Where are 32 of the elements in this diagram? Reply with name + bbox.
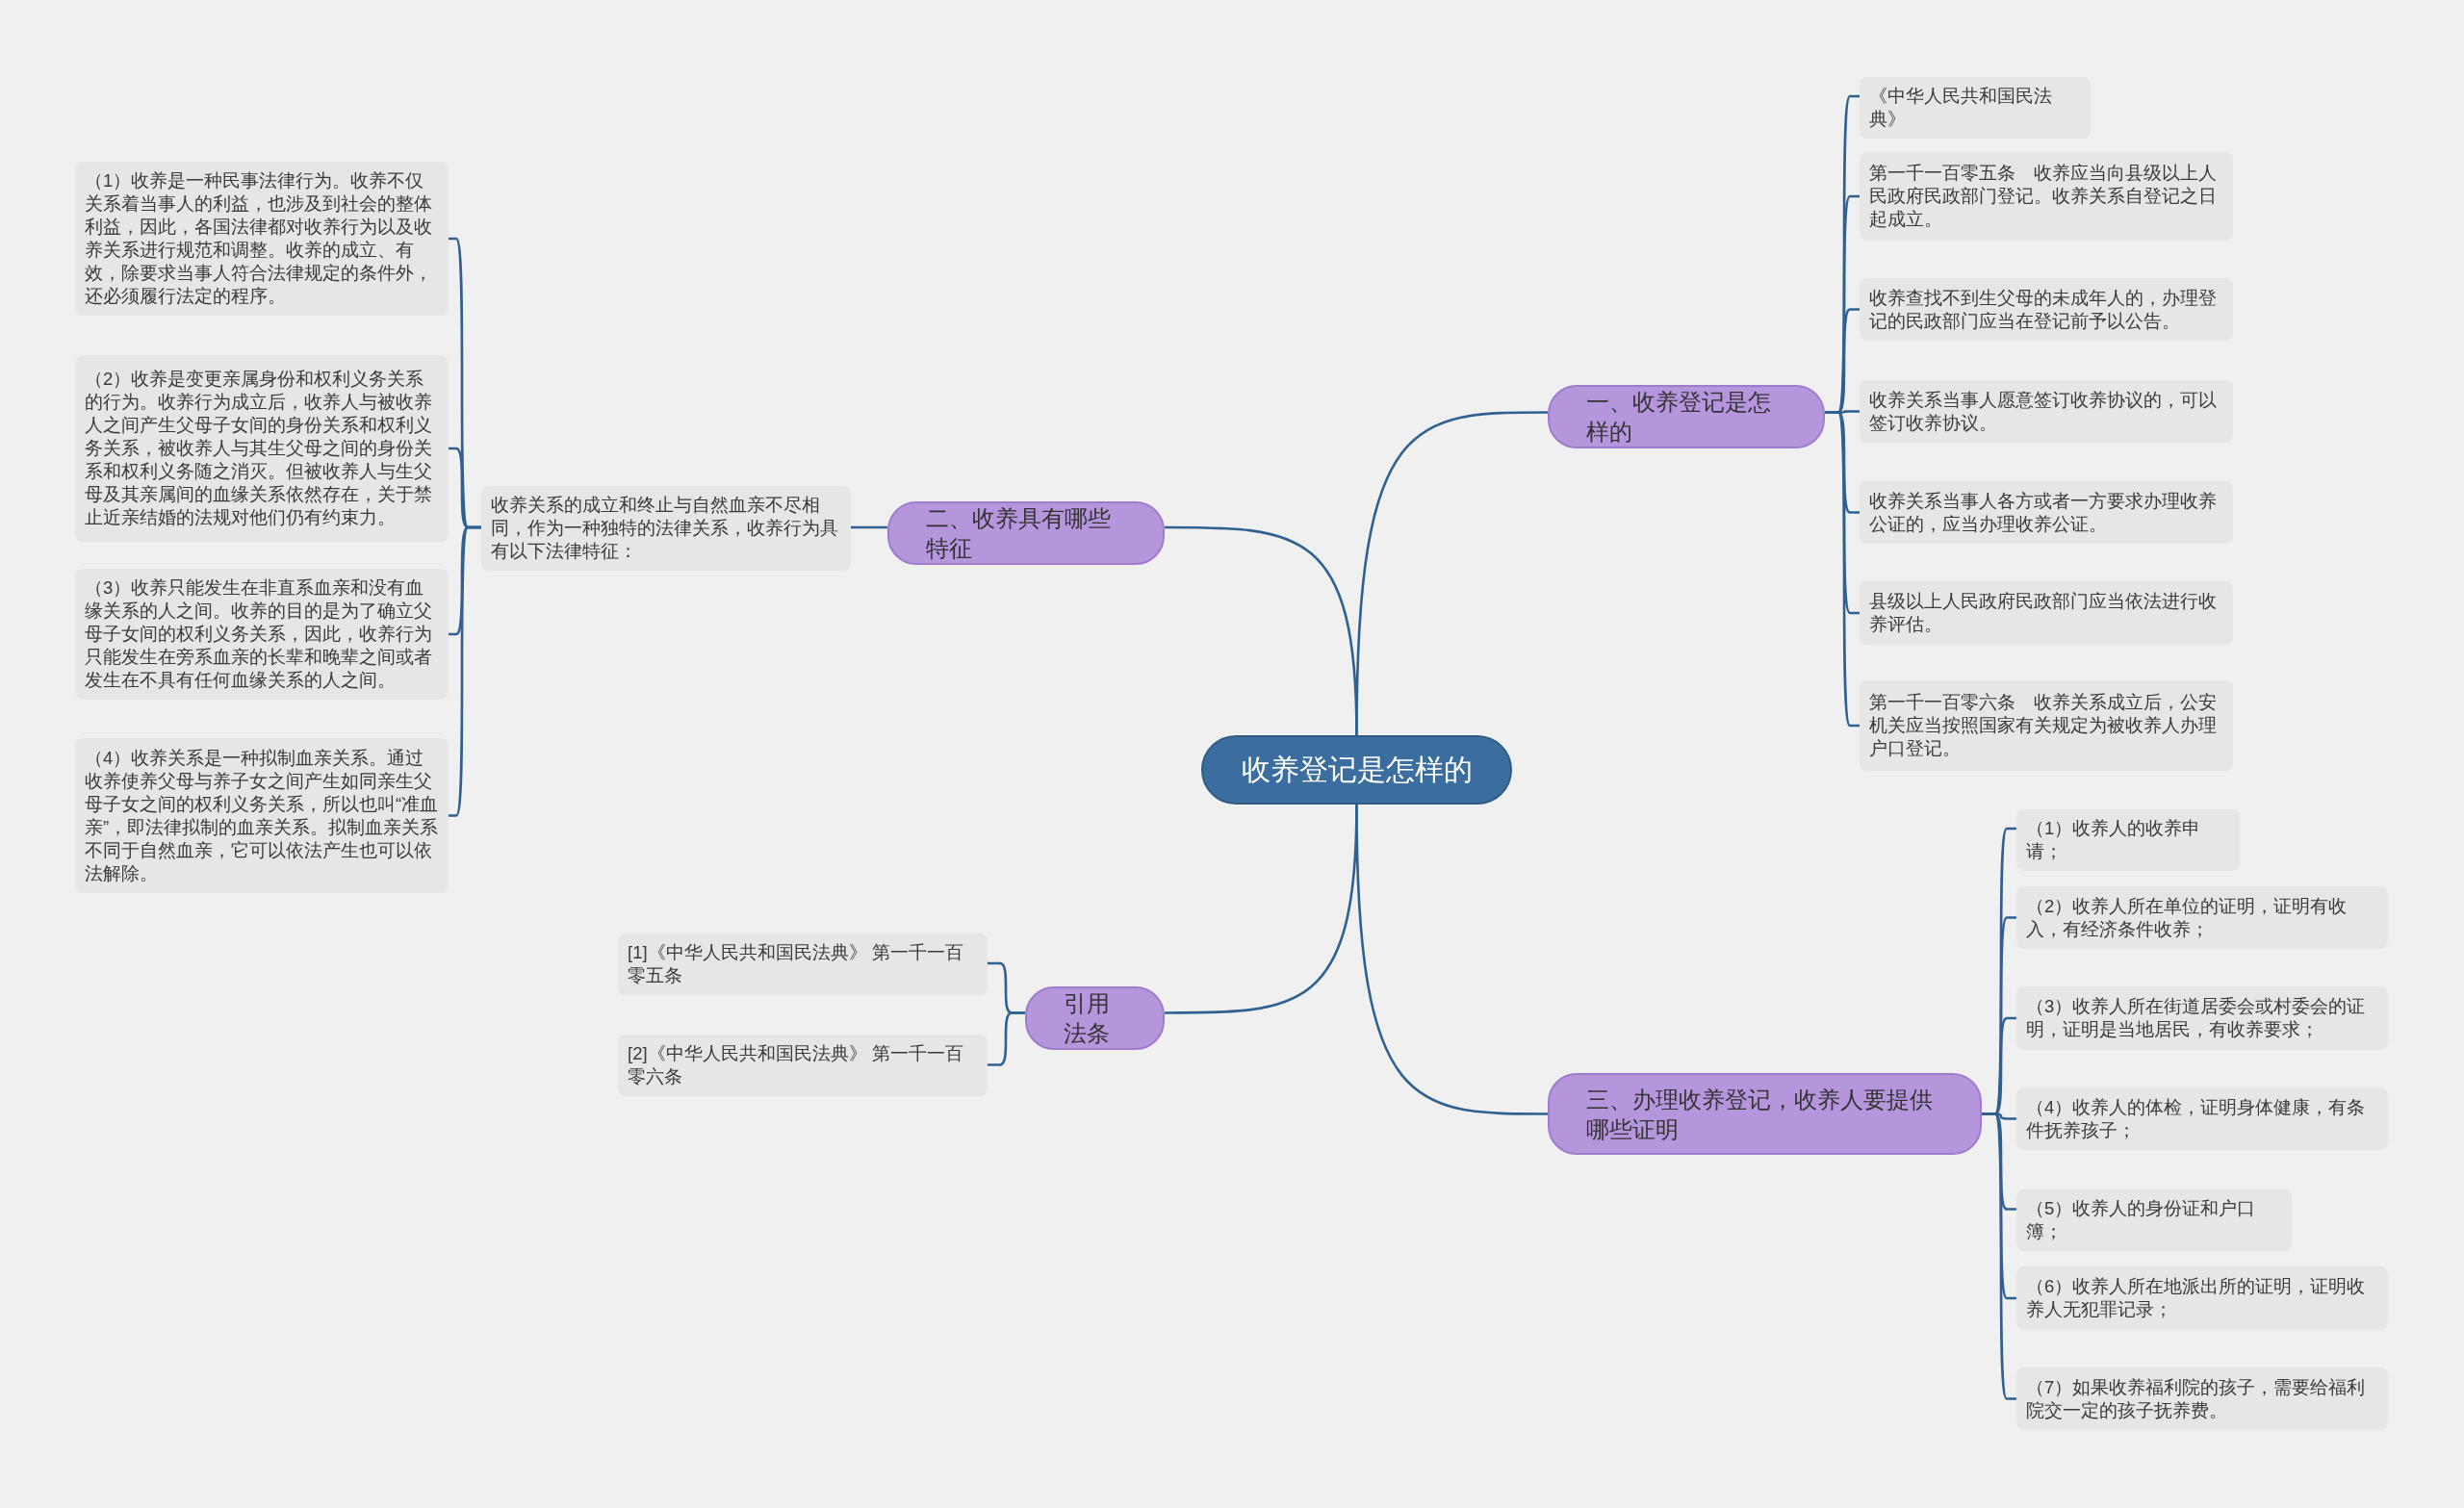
branch-topic: 引用法条 [1025,986,1165,1050]
note-card: （6）收养人所在地派出所的证明，证明收养人无犯罪记录； [2016,1266,2388,1330]
note-card: 收养关系当事人愿意签订收养协议的，可以签订收养协议。 [1860,380,2233,443]
connector-line [988,1011,1025,1066]
note-card: [1]《中华人民共和国民法典》 第一千一百零五条 [618,933,988,995]
note-card: （4）收养关系是一种拟制血亲关系。通过收养使养父母与养子女之间产生如同亲生父母子女之间的权利义务关系，所以也叫“准血亲”，即法律拟制的血亲关系。拟制血亲关系不同于自然血亲，它可以依法产生也可以依法解除。 [75,738,449,893]
note-card: 第一千一百零五条 收养应当向县级以上人民政府民政部门登记。收养关系自登记之日起成立。 [1860,152,2233,241]
connector-line [1165,525,1358,736]
note-card: （3）收养只能发生在非直系血亲和没有血缘关系的人之间。收养的目的是为了确立父母子女间的权利义务关系，因此，收养行为只能发生在旁系血亲的长辈和晚辈之间或者发生在不具有任何血缘关系的人之间。 [75,569,449,700]
note-card: 第一千一百零六条 收养关系成立后，公安机关应当按照国家有关规定为被收养人办理户口登记。 [1860,680,2233,771]
connector-line [1825,411,1860,728]
note-card: （3）收养人所在街道居委会或村委会的证明，证明是当地居民，有收养要求； [2016,986,2388,1050]
note-card: [2]《中华人民共和国民法典》 第一千一百零六条 [618,1035,988,1096]
branch-topic: 一、收养登记是怎样的 [1548,385,1825,448]
branch-topic: 二、收养具有哪些特征 [887,501,1165,565]
note-card: 收养查找不到生父母的未成年人的，办理登记的民政部门应当在登记前予以公告。 [1860,278,2233,341]
connector-line [851,525,887,529]
branch-topic: 三、办理收养登记，收养人要提供哪些证明 [1548,1073,1982,1155]
connector-line [1355,804,1548,1115]
note-card: （5）收养人的身份证和户口簿； [2016,1189,2292,1251]
note-card: （2）收养人所在单位的证明，证明有收入，有经济条件收养； [2016,886,2388,949]
connector-line [449,525,481,817]
root-topic: 收养登记是怎样的 [1201,735,1512,805]
note-card: （1）收养人的收养申请； [2016,809,2240,871]
note-card: 收养关系的成立和终止与自然血亲不尽相同，作为一种独特的法律关系，收养行为具有以下法律特征： [481,486,851,571]
note-card: （1）收养是一种民事法律行为。收养不仅关系着当事人的利益，也涉及到社会的整体利益，因此，各国法律都对收养行为以及收养关系进行规范和调整。收养的成立、有效，除要求当事人符合法律规定的条件外，还必须履行法定的程序。 [75,162,449,316]
note-card: （7）如果收养福利院的孩子，需要给福利院交一定的孩子抚养费。 [2016,1367,2388,1430]
note-card: （2）收养是变更亲属身份和权利义务关系的行为。收养行为成立后，收养人与被收养人之间产生父母子女间的身份关系和权利义务关系，被收养人与其生父母之间的身份关系和权利义务随之消灭。但被收养人与生父母及其亲属间的血缘关系依然存在，关于禁止近亲结婚的法规对他们仍有约束力。 [75,355,449,542]
note-card: 收养关系当事人各方或者一方要求办理收养公证的，应当办理收养公证。 [1860,481,2233,544]
note-card: （4）收养人的体检，证明身体健康，有条件抚养孩子； [2016,1087,2388,1150]
note-card: 县级以上人民政府民政部门应当依法进行收养评估。 [1860,581,2233,645]
note-card: 《中华人民共和国民法典》 [1860,77,2091,139]
